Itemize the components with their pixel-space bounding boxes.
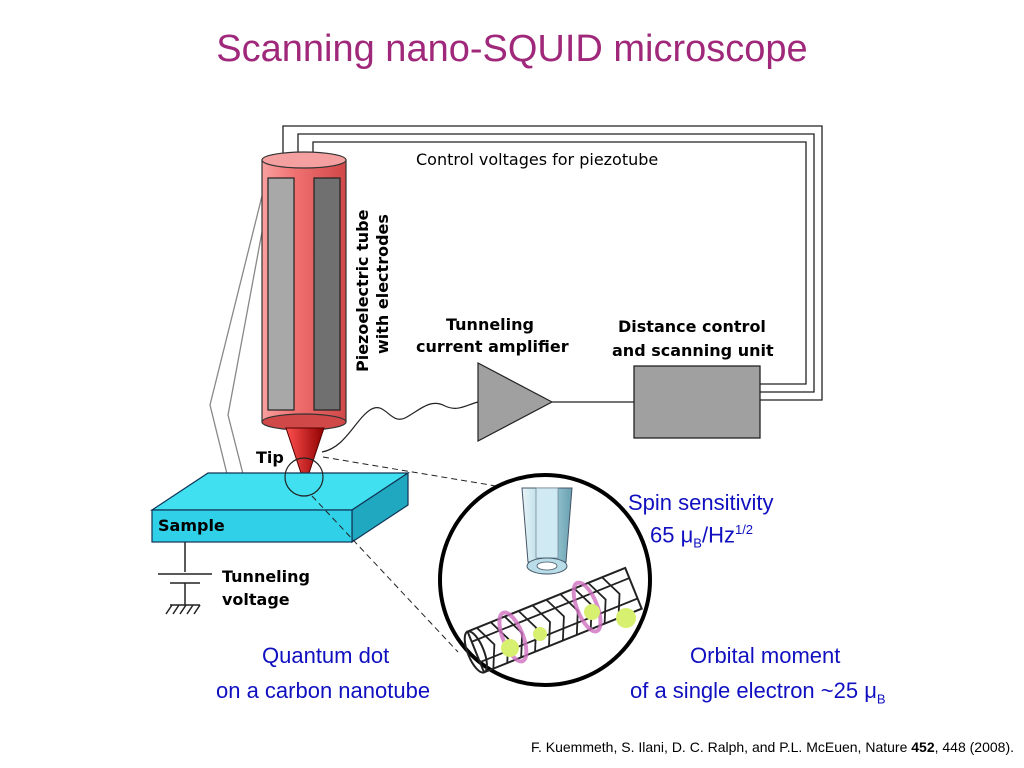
tube-cable [209, 195, 263, 479]
piezo-tube-label-2: with electrodes [373, 214, 392, 354]
battery-symbol [158, 542, 212, 615]
control-wires [282, 125, 823, 401]
tip-cone [285, 427, 325, 487]
electrode-left [267, 177, 295, 411]
tip-wire [321, 401, 479, 453]
distance-control-label-2: and scanning unit [612, 341, 774, 360]
quantum-dot-label-1: Quantum dot [262, 643, 390, 668]
tunneling-voltage-label-1: Tunneling [222, 567, 310, 586]
distance-control-label-1: Distance control [618, 317, 766, 336]
tip-label: Tip [256, 448, 284, 467]
electrode-right [313, 177, 341, 411]
tunneling-voltage-label-2: voltage [222, 590, 290, 609]
amplifier-label-1: Tunneling [446, 315, 534, 334]
piezo-tube [261, 151, 347, 431]
distance-control-box [633, 365, 761, 439]
spin-sensitivity-label: Spin sensitivity [628, 490, 774, 515]
nanotube-inset [438, 473, 652, 687]
orbital-moment-label-1: Orbital moment [690, 643, 841, 668]
amplifier-symbol [477, 362, 554, 442]
citation: F. Kuemmeth, S. Ilani, D. C. Ralph, and … [530, 739, 1014, 755]
orbital-moment-label-2: of a single electron ~25 μB [630, 678, 886, 707]
quantum-dot-label-2: on a carbon nanotube [216, 678, 431, 703]
piezo-tube-label-1: Piezoelectric tube [353, 209, 372, 372]
amplifier-label-2: current amplifier [416, 337, 569, 356]
control-voltages-label: Control voltages for piezotube [416, 150, 658, 169]
slide-title: Scanning nano-SQUID microscope [216, 28, 808, 70]
sample-block [150, 471, 410, 544]
tip-zoom-circle [284, 457, 324, 497]
sample-label: Sample [158, 516, 225, 535]
spin-sensitivity-value: 65 μB/Hz1/2 [650, 522, 754, 551]
